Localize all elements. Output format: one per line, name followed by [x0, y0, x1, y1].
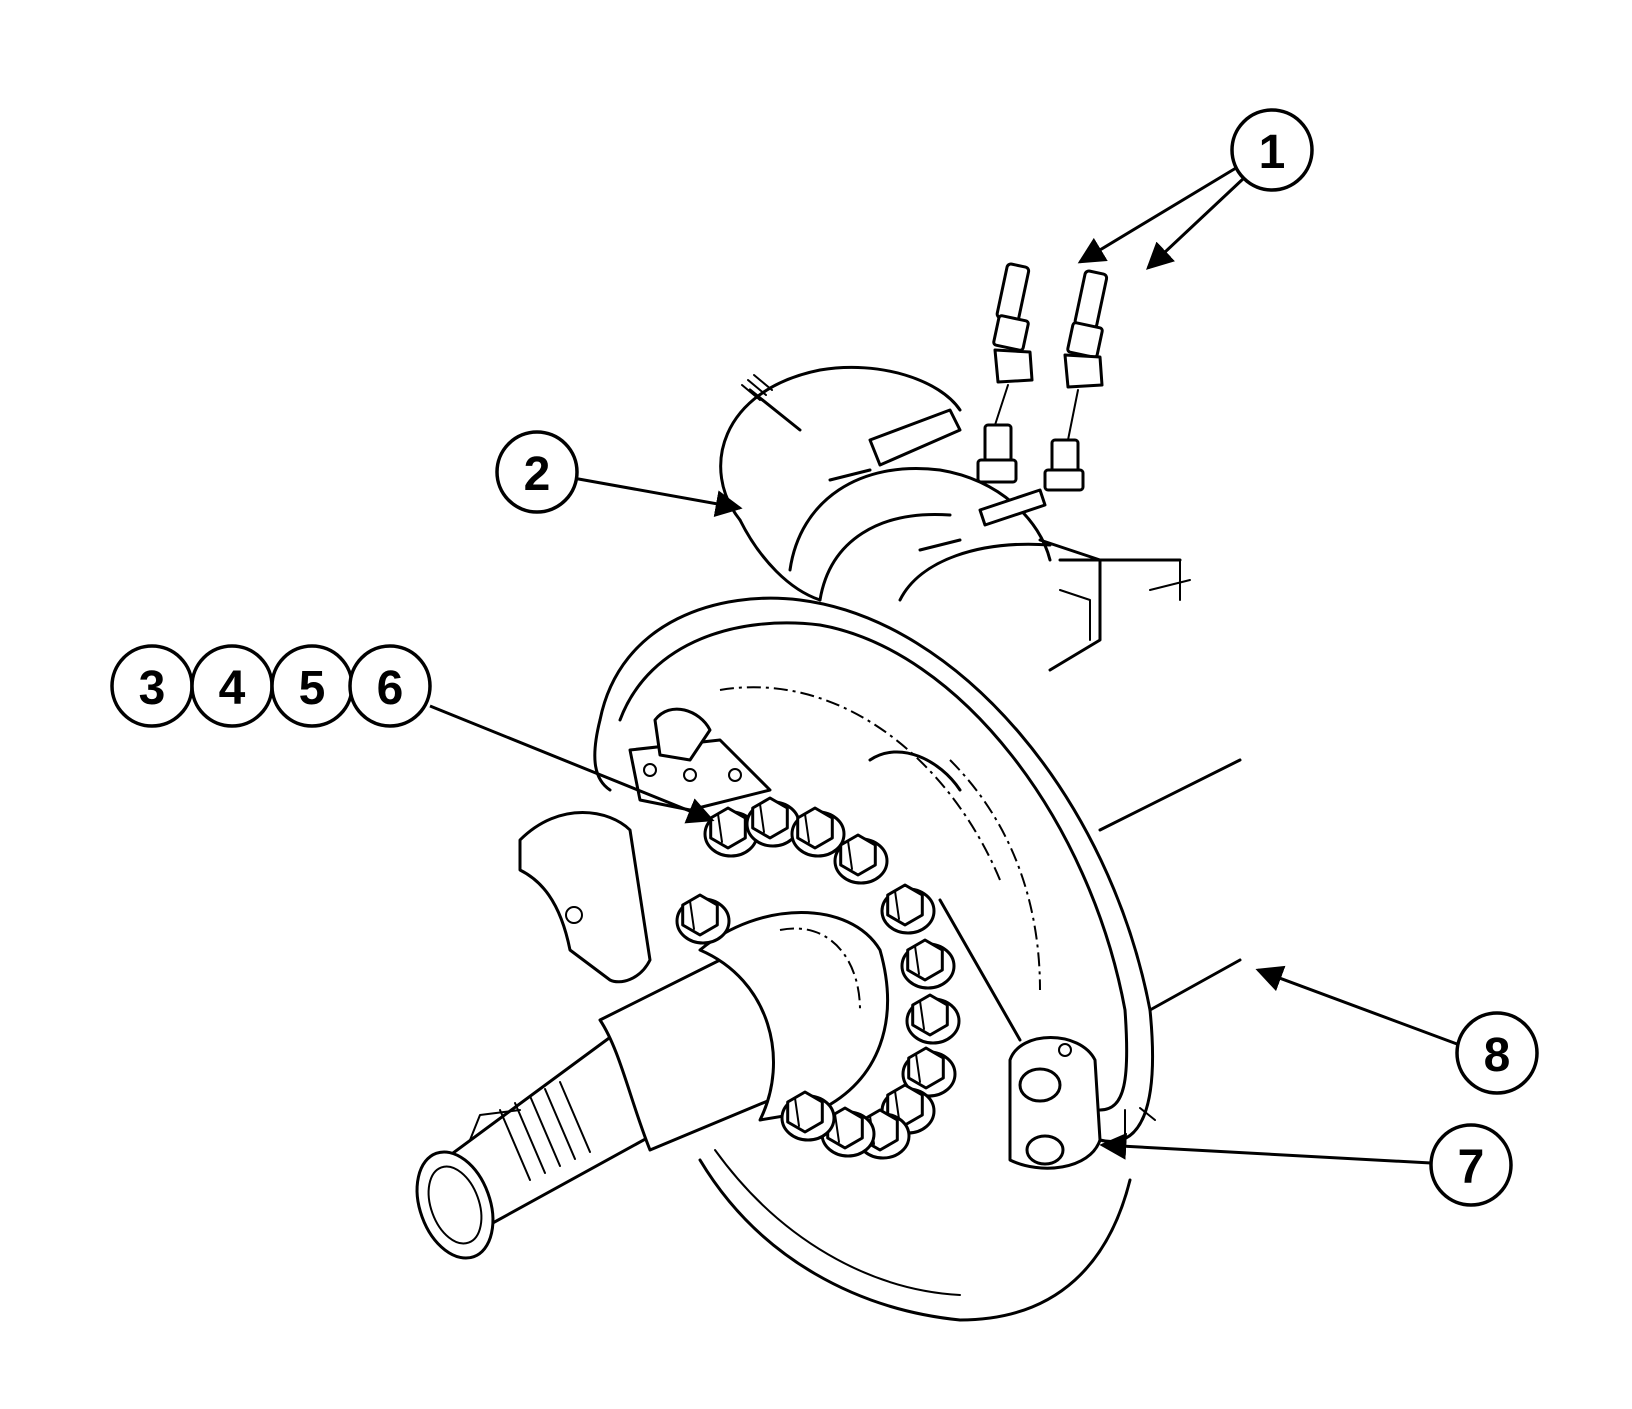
callout-3-label: 3: [139, 662, 166, 715]
cap-screw-edge: [894, 890, 900, 920]
cap-screw-edge: [847, 840, 853, 870]
callout-4-label: 4: [219, 662, 246, 715]
cap-screw-edge: [804, 813, 810, 843]
callout-2: 2: [495, 430, 579, 514]
callout-7: 7: [1429, 1123, 1513, 1207]
cap-screws: [675, 796, 961, 1160]
spider-bracket: [518, 707, 1102, 1170]
axle-housing: [1058, 558, 1242, 1012]
cap-screw-head: [709, 806, 747, 850]
cap-screw-edge: [834, 1113, 840, 1143]
cap-screw-head: [886, 883, 924, 927]
callout-5: 5: [270, 644, 354, 728]
cap-screw-head: [906, 938, 944, 982]
cap-screw-edge: [689, 900, 695, 930]
backing-plate: [593, 596, 1156, 1322]
cap-screw-edge: [794, 1097, 800, 1127]
callout-1: 1: [1230, 108, 1314, 192]
callout-8-label: 8: [1484, 1029, 1511, 1082]
callout-leaders: [429, 166, 1458, 1165]
cap-screw-head: [911, 993, 949, 1037]
callout-8: 8: [1455, 1011, 1539, 1095]
cap-screw-head: [786, 1090, 824, 1134]
cap-screw-edge: [919, 1000, 925, 1030]
callout-1-label: 1: [1259, 126, 1286, 179]
callout-4: 4: [190, 644, 274, 728]
cap-screw-head: [796, 806, 834, 850]
callout-3: 3: [110, 644, 194, 728]
callout-6-label: 6: [377, 662, 404, 715]
cap-screw-head: [681, 893, 719, 937]
callout-7-label: 7: [1458, 1141, 1485, 1194]
cap-screw-head: [839, 833, 877, 877]
air-fittings: [976, 262, 1109, 492]
cap-screw-edge: [894, 1090, 900, 1120]
cap-screw-edge: [717, 813, 723, 843]
spindle: [415, 911, 889, 1260]
callout-2-label: 2: [524, 448, 551, 501]
callout-5-label: 5: [299, 662, 326, 715]
callout-6: 6: [348, 644, 432, 728]
cap-screw-edge: [915, 1053, 921, 1083]
cap-screw-head: [907, 1046, 945, 1090]
cap-screw-edge: [914, 945, 920, 975]
cap-screw-edge: [759, 803, 765, 833]
brake-chamber: [719, 365, 1191, 672]
cap-screw-head: [751, 796, 789, 840]
